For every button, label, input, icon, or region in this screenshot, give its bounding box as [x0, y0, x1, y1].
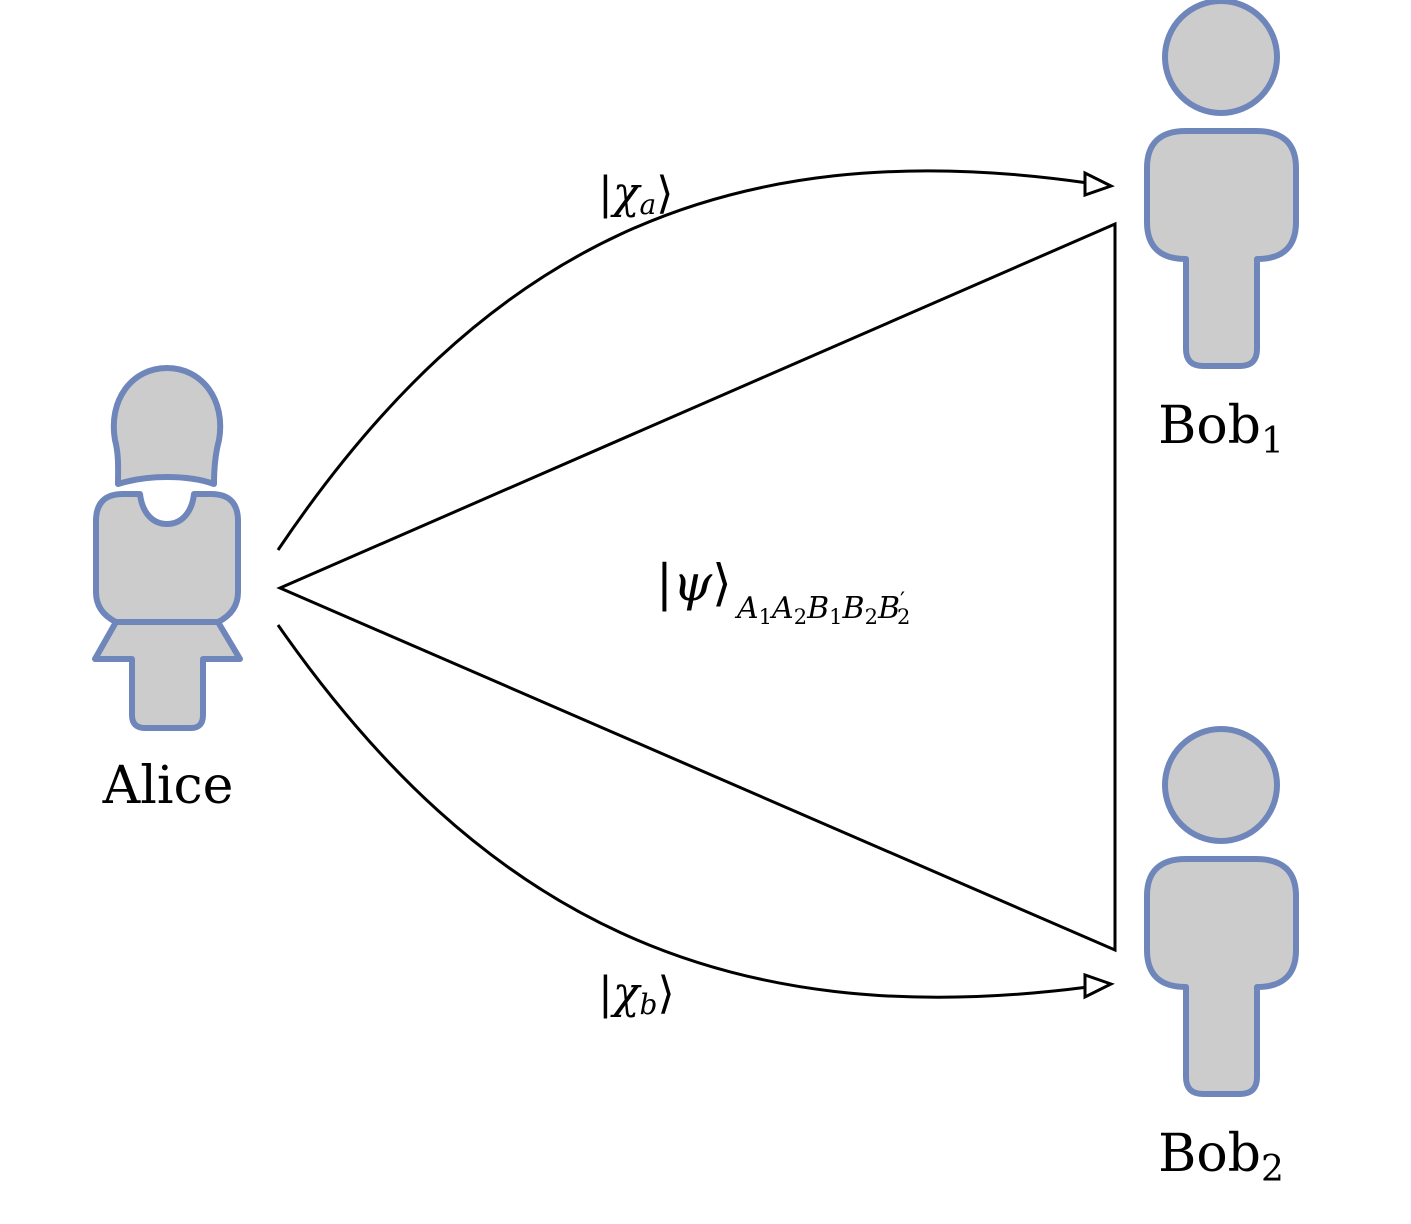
bob2-label: Bob2: [1158, 1124, 1284, 1190]
psi-sub-1-base: A: [769, 591, 794, 626]
chi-b-bar: |: [598, 968, 613, 1019]
chi-b-symbol: χ: [610, 968, 642, 1019]
psi-symbol: ψ: [673, 554, 713, 612]
psi-label: |ψ⟩: [656, 554, 732, 612]
alice-figure: [92, 365, 243, 731]
chi-a-bar: |: [598, 168, 613, 219]
psi-sub-4-base: B: [877, 591, 900, 626]
psi-subscript: A1A2B1B2B′2: [734, 589, 910, 629]
bob1-label-sub: 1: [1261, 421, 1284, 462]
bob2-body: [1144, 856, 1299, 1097]
psi-sub-2-index: 1: [829, 605, 842, 629]
alice-torso: [93, 491, 241, 625]
chi-b-arrow-curve: [276, 624, 1089, 999]
bob1-label-base: Bob: [1158, 396, 1261, 456]
chi-b-sub: b: [640, 988, 658, 1021]
chi-b-label: |χb⟩: [598, 968, 675, 1021]
psi-sub-4-index: 2: [897, 605, 910, 629]
psi-bar: |: [656, 554, 673, 612]
bob1-label: Bob1: [1158, 396, 1284, 462]
bob2-head: [1162, 726, 1280, 844]
chi-b-ket: ⟩: [657, 968, 674, 1019]
psi-triangle: [276, 221, 1117, 953]
chi-b-arrowhead: [1083, 972, 1115, 1000]
psi-sub-1-index: 2: [794, 605, 807, 629]
chi-a-arrowhead: [1083, 170, 1115, 198]
psi-sub-0-base: A: [734, 591, 759, 626]
bob1-head: [1162, 0, 1280, 116]
bob2-figure: [1144, 726, 1299, 1097]
bob2-label-sub: 2: [1261, 1149, 1284, 1190]
alice-label: Alice: [102, 756, 234, 816]
psi-sub-2-base: B: [806, 591, 829, 626]
chi-a-label: |χa⟩: [598, 168, 673, 221]
psi-ket: ⟩: [712, 554, 732, 612]
chi-a-sub: a: [640, 188, 657, 221]
chi-a-arrow-curve: [276, 169, 1089, 551]
bob1-body: [1144, 128, 1299, 369]
alice-head: [110, 365, 224, 487]
bob2-label-base: Bob: [1158, 1124, 1261, 1184]
psi-sub-4-prime: ′: [900, 589, 905, 614]
psi-sub-3-index: 2: [865, 605, 878, 629]
chi-a-symbol: χ: [610, 168, 642, 219]
psi-sub-3-base: B: [842, 591, 865, 626]
psi-sub-0-index: 1: [759, 605, 772, 629]
alice-skirt: [92, 619, 243, 731]
chi-a-ket: ⟩: [656, 168, 673, 219]
bob1-figure: [1144, 0, 1299, 369]
